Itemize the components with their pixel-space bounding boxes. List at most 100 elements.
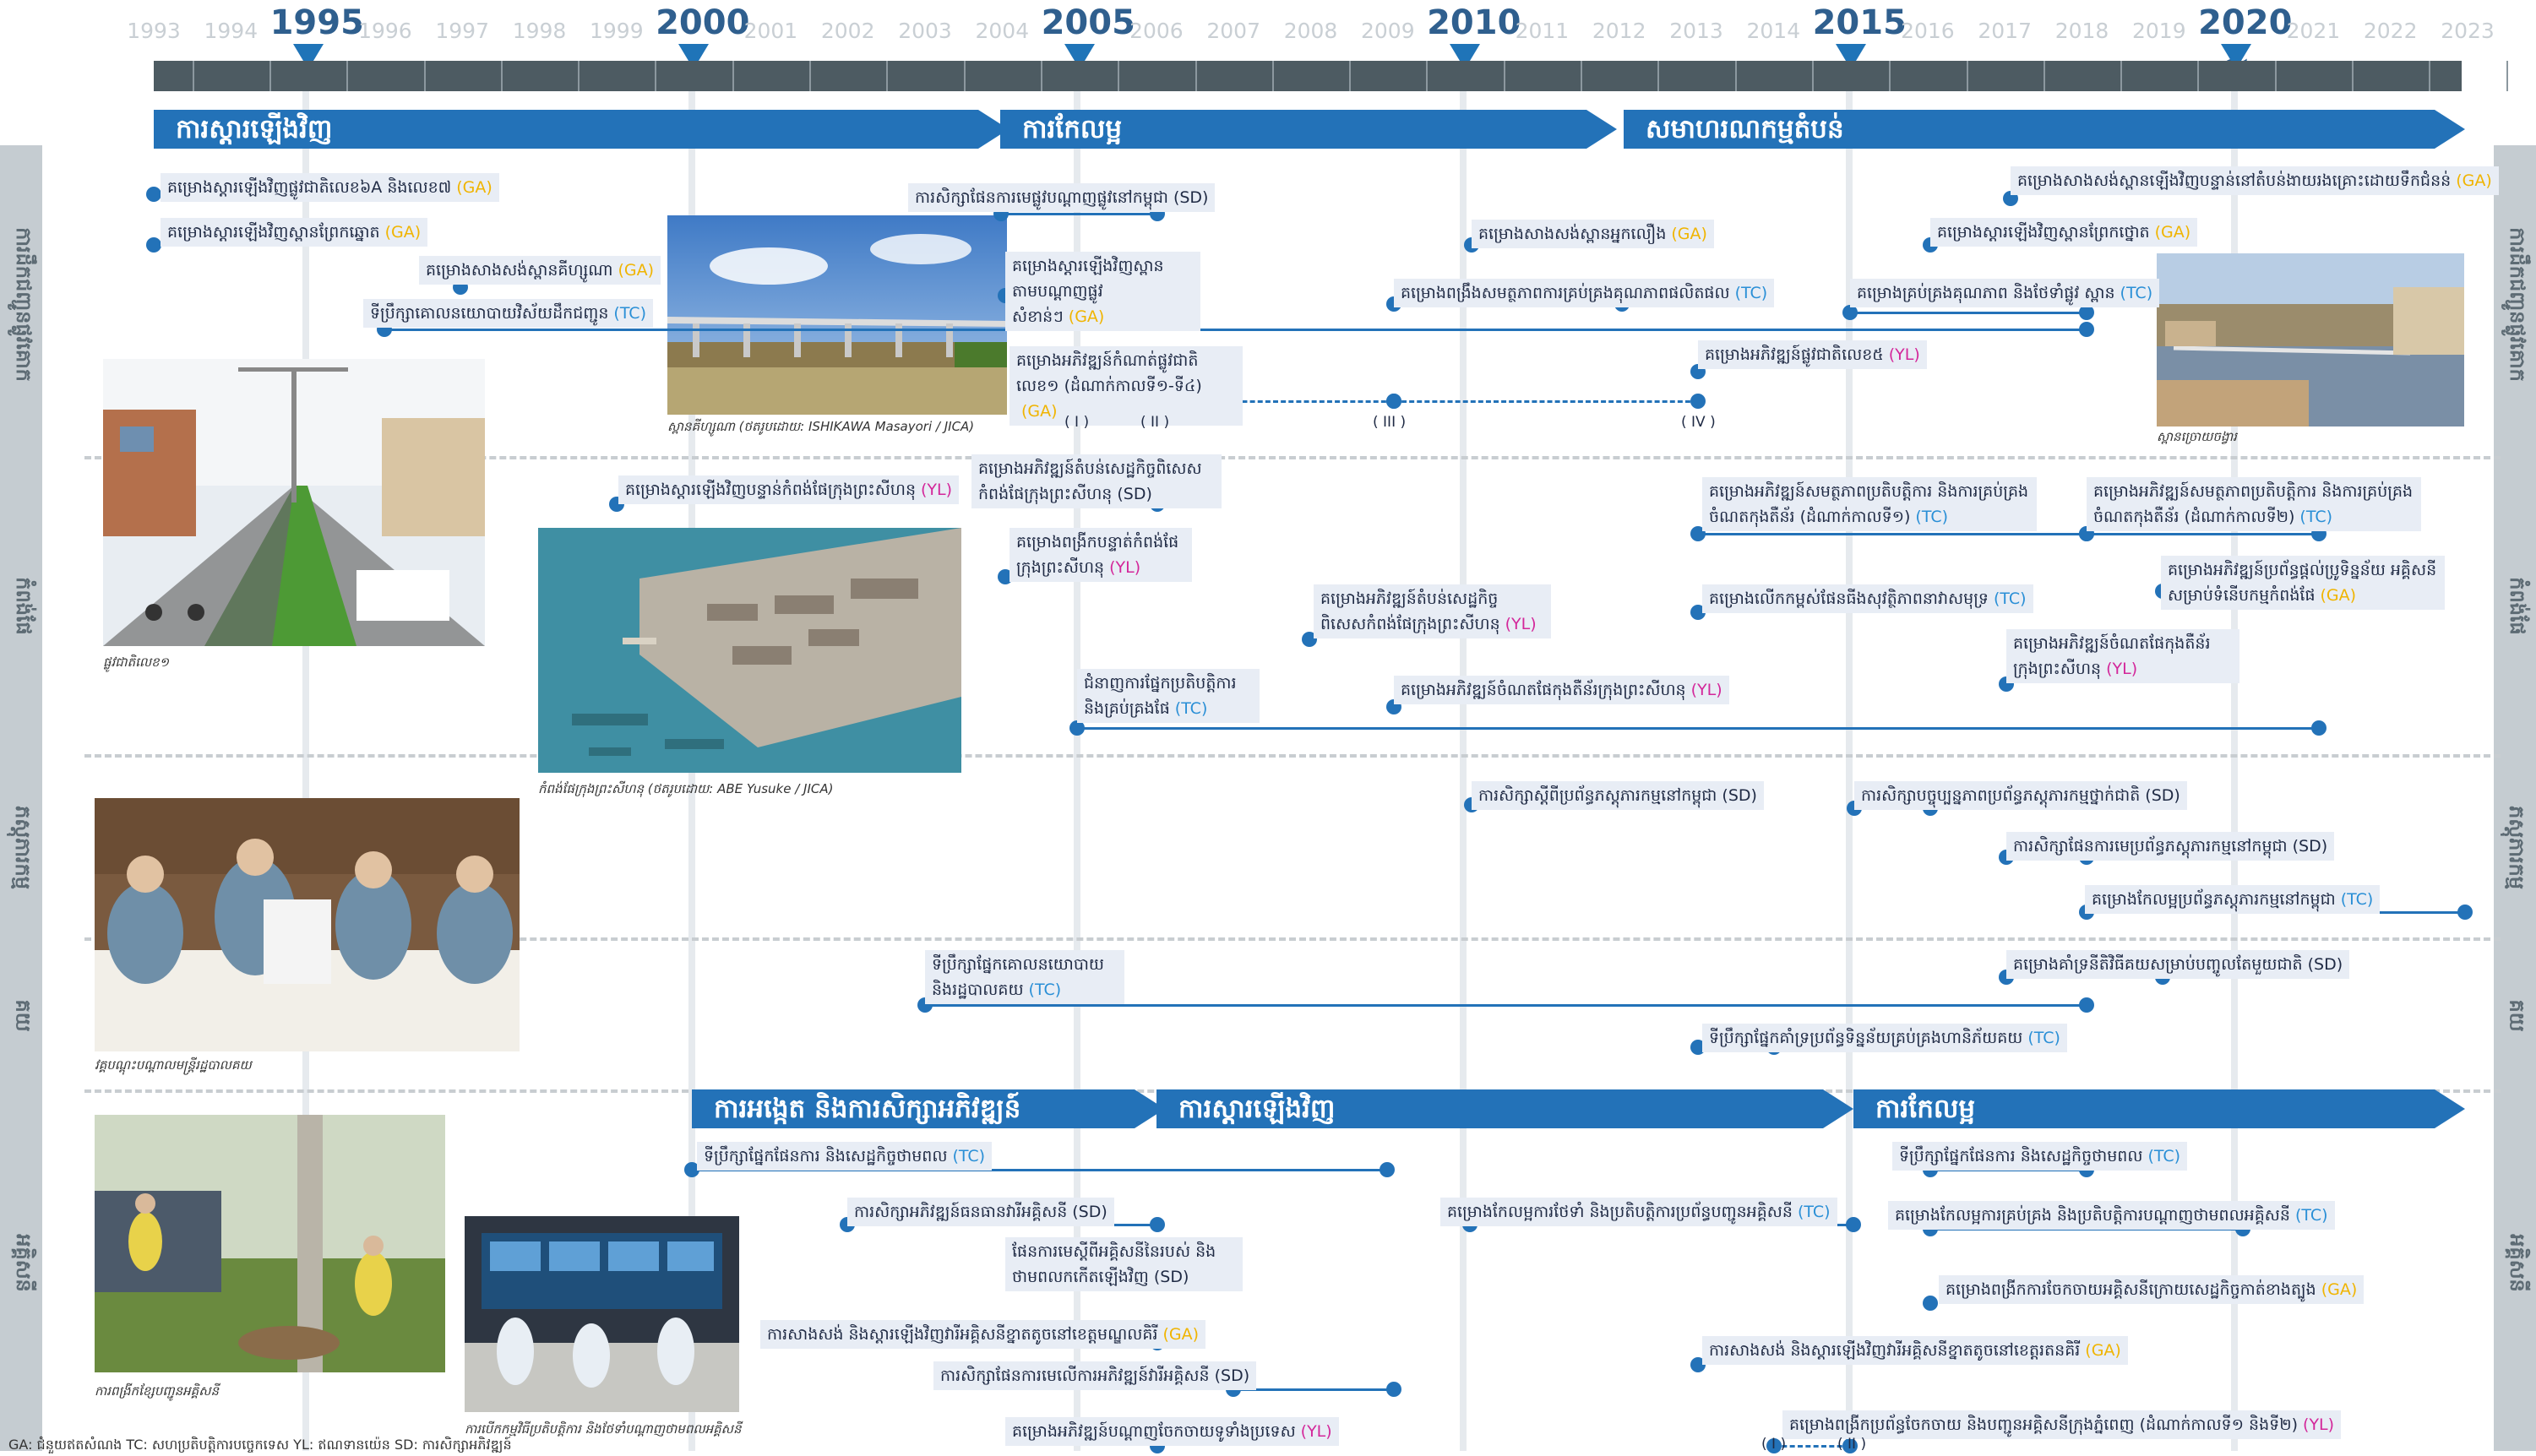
year-label: 2012 xyxy=(1592,19,1646,43)
year-label: 2017 xyxy=(1978,19,2032,43)
timeline-line xyxy=(1233,1388,1394,1391)
year-label: 2007 xyxy=(1206,19,1260,43)
caption: កំពង់ផែក្រុងព្រះសីហនុ (ថតរូបដោយ: ABE Yus… xyxy=(538,781,834,796)
project-label[interactable]: គម្រោងកែលម្អការថែទាំ និងប្រតិបត្តិការប្រ… xyxy=(1440,1198,1837,1226)
project-label[interactable]: ការសិក្សាផែនការមេលើការអភិវឌ្ឍន៍វារីអគ្គិ… xyxy=(933,1361,1257,1390)
year-tick xyxy=(500,61,503,91)
section-label-customs-left: ភស្តុភារកម្ម xyxy=(11,805,35,889)
year-label: 2002 xyxy=(820,19,875,43)
caption: ស្ពានច្រោយចង្វារ xyxy=(2157,429,2237,444)
project-label[interactable]: គម្រោងគ្រប់គ្រងគុណភាព និងថែទាំផ្លូវ ស្ពា… xyxy=(1850,279,2160,307)
project-label[interactable]: ទីប្រឹក្សាផ្នែកគោលនយោបាយ និងរដ្ឋបាលគយ(TC… xyxy=(925,950,1124,1004)
timeline-dot xyxy=(1690,394,1706,409)
phase-arrow: ការកែលម្អ xyxy=(1000,110,1617,149)
timeline-dot xyxy=(1842,305,1858,320)
project-label[interactable]: គម្រោងអភិវឌ្ឍន៍បណ្តាញចែកចាយទូទាំងប្រទេស(… xyxy=(1005,1417,1339,1446)
project-label[interactable]: ទីប្រឹក្សាផ្នែកផែនការ និងសេដ្ឋកិច្ចថាមពល… xyxy=(697,1142,993,1171)
project-label[interactable]: គម្រោងអភិវឌ្ឍន៍សមត្ថភាពប្រតិបត្តិការ និង… xyxy=(1702,477,2037,531)
project-label[interactable]: គម្រោងសាងសង់ស្ពានគីហ្សូណា(GA) xyxy=(419,256,661,285)
separator-tax xyxy=(84,937,2501,941)
project-label[interactable]: ការសិក្សាផែនការមេប្រព័ន្ធភស្តុភារកម្មនៅក… xyxy=(2006,832,2335,861)
grid-2020 xyxy=(2231,91,2238,1451)
year-tick xyxy=(1734,61,1737,91)
project-label[interactable]: គម្រោងស្តារឡើងវិញផ្លូវជាតិលេខ៦A និងលេខ៧(… xyxy=(161,173,499,202)
chroy-changvar-bridge-photo xyxy=(2157,253,2464,426)
control-room-photo xyxy=(465,1216,739,1412)
project-label[interactable]: គម្រោងពង្រីកបន្ទាត់កំពង់ផែ ក្រុងព្រះសីហន… xyxy=(1010,528,1192,582)
year-tick xyxy=(1889,61,1891,91)
project-label[interactable]: គម្រោងអភិវឌ្ឍន៍ប្រព័ន្ធផ្តល់ប្រូទិន្នន័យ… xyxy=(2161,556,2445,610)
customs-training-photo xyxy=(95,798,520,1051)
project-label[interactable]: គម្រោងស្តារឡើងវិញស្ពានព្រែកឆ្នោត(GA) xyxy=(161,218,428,247)
project-label[interactable]: គម្រោងស្តារឡើងវិញស្ពាន តាមបណ្តាញផ្លូវសំខ… xyxy=(1005,252,1200,331)
year-tick xyxy=(2429,61,2431,91)
year-tick xyxy=(423,61,426,91)
timeline-dot xyxy=(1690,605,1706,620)
project-label[interactable]: គម្រោងអភិវឌ្ឍន៍កំណាត់ផ្លូវជាតិ លេខ១ (ដំណ… xyxy=(1010,346,1243,426)
timeline-line xyxy=(1077,727,2319,730)
timeline-dot xyxy=(2079,322,2094,337)
year-tick xyxy=(963,61,966,91)
project-label[interactable]: គម្រោងអភិវឌ្ឍន៍សមត្ថភាពប្រតិបត្តិការ និង… xyxy=(2087,477,2421,531)
project-label[interactable]: គម្រោងស្តារឡើងវិញស្ពានព្រែកថ្នោត(GA) xyxy=(1930,218,2198,247)
timeline-dot xyxy=(1690,526,1706,541)
year-tick xyxy=(1349,61,1352,91)
project-label[interactable]: គម្រោងអភិវឌ្ឍន៍ចំណតផែកុងតឺន័រ ក្រុងព្រះស… xyxy=(2006,629,2239,683)
project-label[interactable]: ការសាងសង់ និងស្តារឡើងវិញវារីអគ្គិសនីខ្នា… xyxy=(1702,1336,2128,1365)
project-label[interactable]: ការសាងសង់ និងស្តារឡើងវិញវារីអគ្គិសនីខ្នា… xyxy=(760,1320,1206,1349)
project-label[interactable]: គម្រោងអភិវឌ្ឍន៍តំបន់សេដ្ឋកិច្ចពិសេស កំពង… xyxy=(971,454,1222,508)
year-label: 2016 xyxy=(1901,19,1955,43)
project-label[interactable]: គម្រោងអភិវឌ្ឍន៍ចំណតផែកុងតឺន័រក្រុងព្រះសី… xyxy=(1394,676,1729,704)
project-label[interactable]: គម្រោងគាំទ្រនីតិវិធីគយសម្រាប់បញ្ចូលតែមួយ… xyxy=(2006,950,2350,979)
year-tick xyxy=(1503,61,1505,91)
project-label[interactable]: គម្រោងអភិវឌ្ឍន៍ផ្លូវជាតិលេខ៥(YL) xyxy=(1698,340,1927,369)
year-label: 2010 xyxy=(1427,3,1521,42)
project-label[interactable]: គម្រោងស្តារឡើងវិញបន្ទាន់កំពង់ផែក្រុងព្រះ… xyxy=(618,475,960,504)
timeline-dot xyxy=(1766,1438,1782,1453)
project-label[interactable]: ផែនការមេស្តីពីអគ្គិសនីនៃរបស់ និងថាមពលកកើ… xyxy=(1005,1237,1243,1291)
project-label[interactable]: គម្រោងពង្រឹងសមត្ថភាពការគ្រប់គ្រងគុណភាពផល… xyxy=(1394,279,1775,307)
project-label[interactable]: ទីប្រឹក្សាផ្នែកផែនការ និងសេដ្ឋកិច្ចថាមពល… xyxy=(1892,1142,2188,1171)
project-label[interactable]: ទីប្រឹក្សាគោលនយោបាយវិស័យដឹកជញ្ជូន(TC) xyxy=(363,299,653,328)
project-label[interactable]: គម្រោងកែលម្អការគ្រប់គ្រង និងប្រតិបត្តិកា… xyxy=(1888,1201,2335,1230)
project-label[interactable]: គម្រោងសាងសង់ស្ពានឡើងវិញបន្ទាន់នៅតំបន់ងាយ… xyxy=(2011,166,2499,195)
project-label[interactable]: ទីប្រឹក្សាផ្នែកគាំទ្រប្រព័ន្ធទិន្នន័យគ្រ… xyxy=(1702,1024,2067,1052)
project-label[interactable]: ការសិក្សាបច្ចុប្បន្នភាពប្រព័ន្ធភស្តុភារក… xyxy=(1854,781,2187,810)
project-label[interactable]: ជំនាញការផ្នែកប្រតិបត្តិការ និងគ្រប់គ្រងផ… xyxy=(1077,669,1260,723)
timeline-dot xyxy=(1386,394,1401,409)
caption: ផ្លូវជាតិលេខ១ xyxy=(103,655,170,670)
section-label-power-left: អគ្គិសនី xyxy=(11,1233,35,1292)
project-label[interactable]: គម្រោងលើកកម្ពស់ផែនធីងសុវត្ថិភាពនាវាសមុទ្… xyxy=(1702,584,2033,613)
power-line-work-photo xyxy=(95,1115,445,1372)
year-label: 2014 xyxy=(1746,19,1801,43)
timeline-line xyxy=(692,1169,1387,1171)
project-label[interactable]: គម្រោងអភិវឌ្ឍន៍តំបន់សេដ្ឋកិច្ច ពិសេសកំពង… xyxy=(1314,584,1551,638)
project-label[interactable]: គម្រោងសាងសង់ស្ពានអ្នកលឿង(GA) xyxy=(1472,220,1714,248)
project-label[interactable]: ការសិក្សាស្តីពីប្រព័ន្ធភស្តុភារកម្មនៅកម្… xyxy=(1472,781,1764,810)
timeline-dot xyxy=(2457,905,2473,920)
timeline-dot xyxy=(2079,997,2094,1013)
year-tick xyxy=(1118,61,1120,91)
timeline-dot xyxy=(1923,1296,1938,1311)
project-label[interactable]: ការសិក្សាផែនការមេផ្លូវបណ្តាញផ្លូវនៅកម្ពុ… xyxy=(908,183,1216,212)
year-label: 2001 xyxy=(743,19,798,43)
phase-numeral: ( IV ) xyxy=(1681,414,1716,431)
phase-arrow: ការស្តារឡើងវិញ xyxy=(1156,1089,1853,1128)
year-label: 2018 xyxy=(2054,19,2109,43)
year-tick xyxy=(2197,61,2200,91)
timeline-dot xyxy=(1846,1217,1861,1232)
project-label[interactable]: គម្រោងកែលម្អប្រព័ន្ធភស្តុភារកម្មនៅកម្ពុជ… xyxy=(2085,885,2381,914)
section-label-port-right: កំពង់ផែ xyxy=(2505,577,2529,635)
year-tick xyxy=(809,61,812,91)
year-tick xyxy=(2506,61,2508,91)
year-tick xyxy=(2120,61,2123,91)
timeline-line xyxy=(2087,533,2319,535)
timeline-line xyxy=(384,329,2087,331)
phase-arrow: ការកែលម្អ xyxy=(1853,1089,2465,1128)
timeline-line xyxy=(1774,1445,1850,1448)
year-label: 1993 xyxy=(127,19,181,43)
project-label[interactable]: គម្រោងពង្រីកប្រព័ន្ធចែកចាយ និងបញ្ជូនអគ្គ… xyxy=(1782,1410,2342,1439)
timeline-line xyxy=(1001,213,1157,215)
project-label[interactable]: ការសិក្សាអភិវឌ្ឍន៍ធនធានវារីអគ្គិសនី(SD) xyxy=(847,1198,1114,1226)
project-label[interactable]: គម្រោងពង្រីកការចែកចាយអគ្គិសនីក្រោយសេដ្ឋក… xyxy=(1939,1275,2365,1304)
